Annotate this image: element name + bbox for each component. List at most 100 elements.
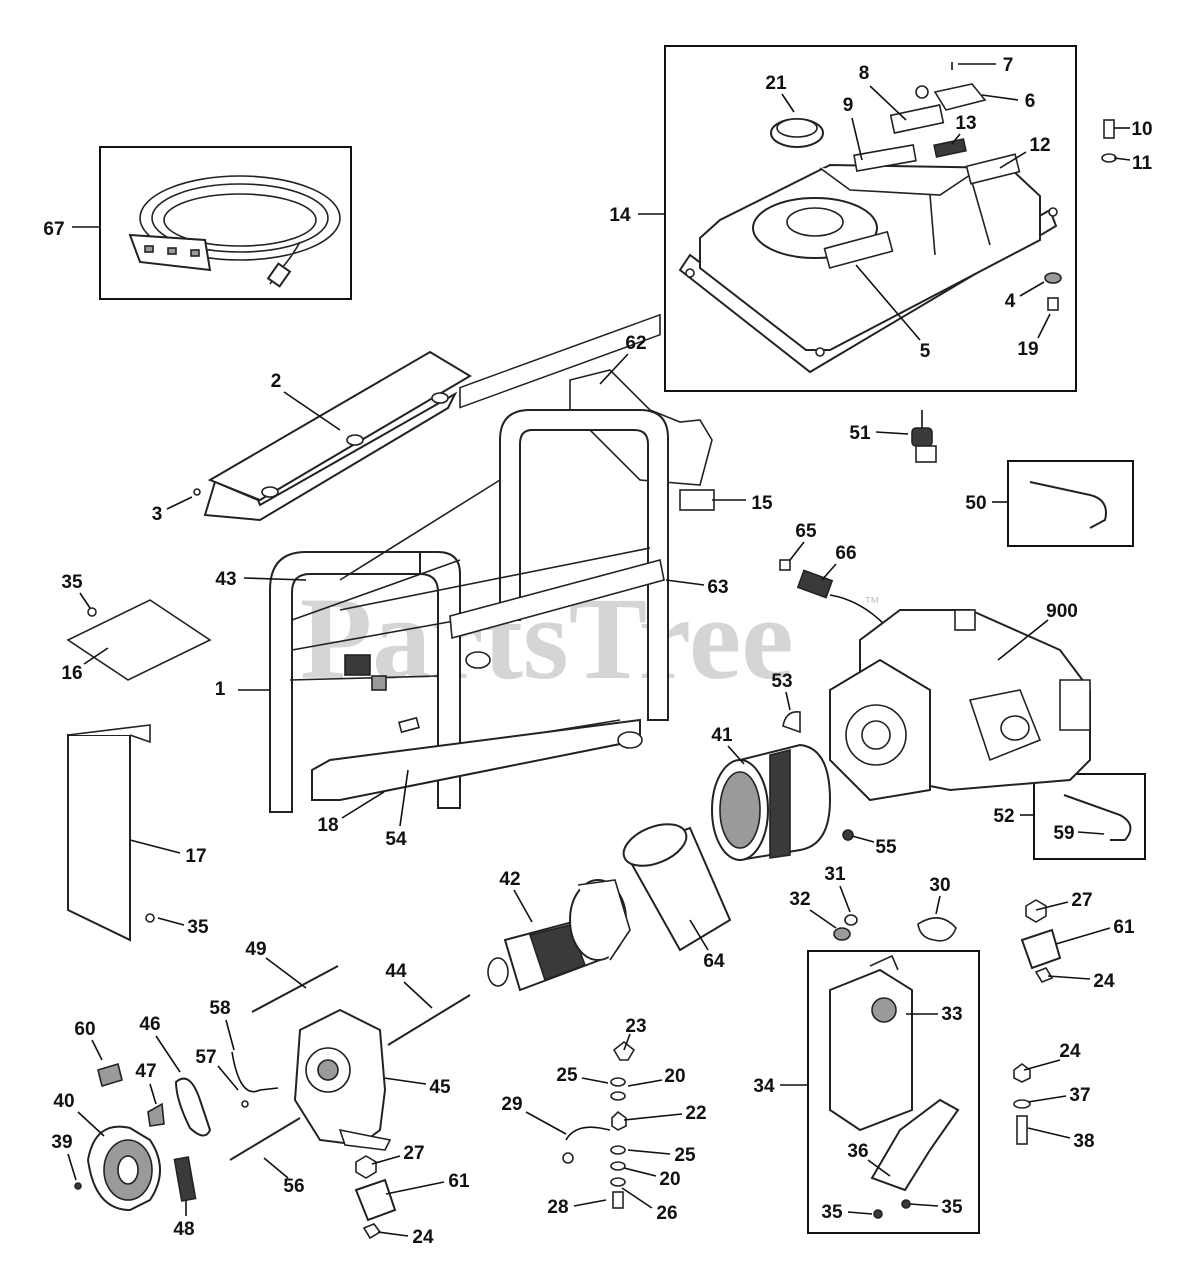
leader-line-c8 [869, 85, 907, 121]
fuel-valve-part [911, 410, 937, 463]
leader-line-c35d [909, 1203, 939, 1207]
callout-label-c24: 24 [1093, 971, 1115, 992]
callout-label-c36: 36 [847, 1141, 868, 1162]
fuel-tank-part [678, 62, 1058, 374]
callout-label-c44: 44 [385, 961, 407, 982]
rod-56-part [229, 1117, 301, 1161]
callout-label-c28: 28 [547, 1197, 568, 1218]
screw-35-part [87, 607, 97, 617]
terminal-48-part [173, 1156, 197, 1202]
leader-line-c12 [999, 151, 1027, 169]
mount-right-part [1020, 899, 1062, 983]
callout-label-c8: 8 [859, 63, 870, 84]
panel-17-flange-part [67, 724, 151, 744]
cap-53-part [782, 710, 801, 734]
leader-line-c4 [1019, 281, 1045, 297]
bolt-38-part [1016, 1115, 1028, 1145]
clip-47-part [147, 1102, 165, 1127]
leader-line-c13 [951, 133, 961, 145]
callout-label-c51: 51 [849, 423, 871, 444]
leader-line-c11 [1113, 157, 1131, 161]
callout-label-c4: 4 [1005, 291, 1016, 312]
callout-label-c3: 3 [152, 504, 163, 525]
callout-label-c21: 21 [765, 73, 787, 94]
leader-line-c55 [851, 835, 875, 843]
callout-label-c43: 43 [215, 569, 236, 590]
leader-line-c21 [781, 93, 795, 113]
callout-label-c60: 60 [74, 1019, 95, 1040]
end-bell-part [293, 1008, 392, 1151]
nut-32-part [833, 927, 851, 941]
leader-line-c35c [847, 1211, 873, 1215]
callout-label-c35: 35 [61, 572, 83, 593]
part-60-part [97, 1062, 123, 1088]
group-box-50-hose [1007, 460, 1134, 547]
callout-label-c63: 63 [707, 577, 728, 598]
leader-line-c61 [1055, 927, 1111, 945]
leader-line-c64 [689, 919, 709, 951]
hardware-stack-part [562, 1040, 636, 1209]
leader-line-c38 [1027, 1127, 1071, 1139]
callout-label-c37: 37 [1069, 1085, 1090, 1106]
stator-part [711, 743, 832, 862]
leader-line-c6 [981, 94, 1019, 101]
leader-line-c9 [851, 117, 863, 161]
ground-wire-58-part [231, 1051, 279, 1093]
leader-line-c61b [385, 1181, 445, 1195]
callout-label-c24c: 24 [412, 1227, 434, 1248]
fuel-hose-50-part [1029, 481, 1107, 529]
engine-part [829, 609, 1091, 802]
leader-line-c60 [91, 1039, 103, 1061]
leader-line-c53 [785, 691, 791, 711]
callout-label-c7: 7 [1003, 55, 1014, 76]
callout-label-c47: 47 [135, 1061, 156, 1082]
callout-label-c46: 46 [139, 1014, 160, 1035]
leader-line-c46 [155, 1035, 181, 1073]
bracket-36-part [870, 1098, 960, 1192]
leader-line-c35 [79, 592, 91, 609]
callout-label-c13: 13 [955, 113, 976, 134]
leader-line-c5 [855, 264, 921, 341]
callout-label-c67: 67 [43, 219, 64, 240]
callout-label-c17: 17 [185, 846, 206, 867]
callout-label-c39: 39 [51, 1132, 72, 1153]
callout-label-c42: 42 [499, 869, 520, 890]
leader-line-c35b [157, 917, 185, 926]
leader-line-c32 [809, 909, 837, 929]
callout-label-c35c: 35 [821, 1202, 843, 1223]
gasket-30-part [917, 917, 957, 942]
leader-line-c16 [83, 647, 109, 665]
leader-line-c66 [821, 563, 837, 581]
leader-line-c25 [581, 1077, 609, 1084]
callout-label-c1: 1 [215, 679, 226, 700]
callout-label-c59: 59 [1053, 823, 1074, 844]
callout-label-c40: 40 [53, 1091, 74, 1112]
leader-line-c2 [283, 391, 341, 431]
leader-line-c56 [263, 1157, 289, 1179]
leader-line-c26 [621, 1187, 653, 1209]
cover-46-part [174, 1077, 212, 1137]
callout-label-c23: 23 [625, 1016, 646, 1037]
screw-35d-part [901, 1199, 911, 1209]
mount-left-part [354, 1155, 397, 1240]
extension-cord-part [128, 175, 341, 288]
leader-line-c17 [129, 839, 181, 854]
callout-label-c26: 26 [656, 1203, 677, 1224]
leader-line-c20 [627, 1079, 663, 1087]
leader-line-c30 [935, 895, 941, 915]
callout-label-c65: 65 [795, 521, 817, 542]
callout-label-c25b: 25 [674, 1145, 696, 1166]
callout-label-c27b: 27 [403, 1143, 424, 1164]
plate-16-part [66, 599, 212, 681]
leader-line-c19 [1037, 313, 1051, 339]
panel-17-part [67, 734, 131, 942]
callout-label-c41: 41 [711, 725, 733, 746]
nut-55-part [842, 829, 854, 841]
callout-label-c18: 18 [317, 815, 338, 836]
callout-label-c38: 38 [1073, 1131, 1094, 1152]
callout-label-c900: 900 [1046, 601, 1078, 622]
callout-label-c52: 52 [993, 806, 1014, 827]
callout-label-c56: 56 [283, 1176, 304, 1197]
screw-39-part [74, 1182, 82, 1190]
